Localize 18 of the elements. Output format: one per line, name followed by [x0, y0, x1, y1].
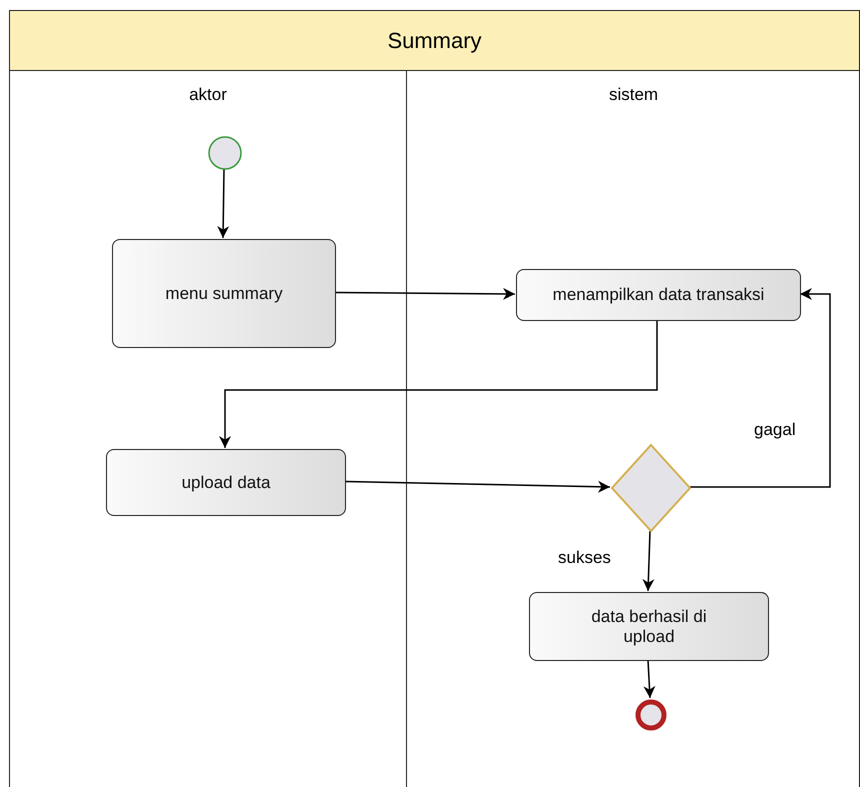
- swimlane-pool: [9, 10, 860, 787]
- pool-header: Summary: [10, 11, 859, 71]
- initial-node: [208, 136, 242, 170]
- action-box: data berhasil di upload: [529, 592, 769, 661]
- arrow: [335, 288, 515, 300]
- arrow: [344, 480, 610, 493]
- final-node: [635, 699, 667, 731]
- lane-title: sistem: [608, 85, 660, 105]
- decision-diamond: [611, 444, 691, 532]
- action-box: upload data: [106, 449, 346, 516]
- action-box: menu summary: [112, 239, 336, 348]
- arrow: [217, 168, 230, 238]
- arrow: [690, 288, 831, 488]
- action-box: menampilkan data transaksi: [516, 269, 801, 321]
- lane-title: aktor: [188, 85, 228, 105]
- arrow: [642, 530, 654, 592]
- arrow: [219, 320, 658, 448]
- arrow: [643, 660, 656, 698]
